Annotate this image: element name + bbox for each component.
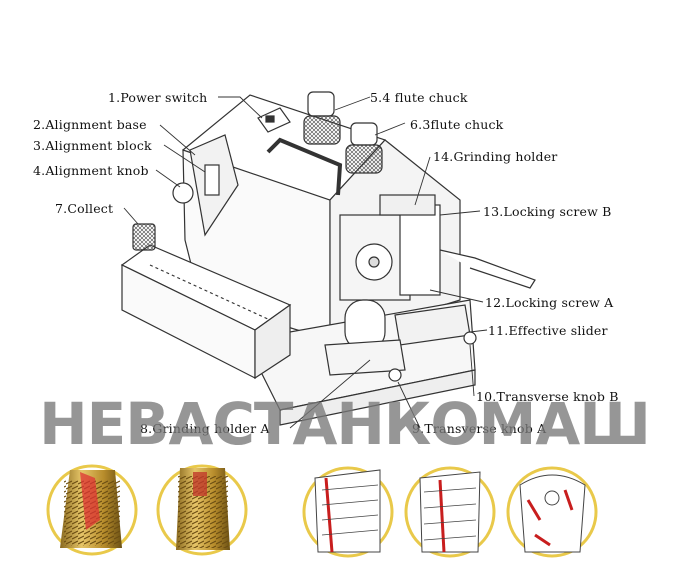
sample-tap-gold-left	[46, 464, 138, 556]
sample-tap-sketch-2	[404, 466, 496, 558]
label-transverse-knob-a: 9.Transverse knob A	[412, 421, 547, 436]
switch-rocker	[265, 115, 275, 123]
label-alignment-block: 3.Alignment block	[33, 138, 152, 153]
label-grinding-holder-a: 8.Grinding holder A	[140, 421, 270, 436]
label-locking-screw-b: 13.Locking screw B	[483, 204, 612, 219]
label-3-flute-chuck: 6.3flute chuck	[410, 117, 504, 132]
carry-handle	[266, 137, 343, 196]
alignment-knob	[172, 182, 194, 204]
base-edge	[279, 369, 476, 426]
label-collect: 7.Collect	[55, 201, 114, 216]
four-flute-chuck	[303, 91, 341, 145]
sample-tap-sketch-3	[506, 466, 598, 558]
label-grinding-holder: 14.Grinding holder	[433, 149, 558, 164]
transverse-knob-b	[463, 331, 477, 345]
label-alignment-base: 2.Alignment base	[33, 117, 147, 132]
label-4-flute-chuck: 5.4 flute chuck	[370, 90, 468, 105]
three-flute-chuck	[345, 122, 383, 174]
label-locking-screw-a: 12.Locking screw A	[485, 295, 614, 310]
watermark-text: НЕВАСТАНКОМАШ	[39, 390, 651, 458]
label-effective-slider: 11.Effective slider	[488, 323, 608, 338]
label-transverse-knob-b: 10.Transverse knob B	[476, 389, 619, 404]
locking-screw-b	[439, 249, 536, 289]
label-alignment-knob: 4.Alignment knob	[33, 163, 149, 178]
transverse-knob-a	[388, 368, 402, 382]
drawer-side	[254, 303, 291, 380]
machine-body	[120, 91, 536, 426]
sample-tap-gold-right	[156, 464, 248, 556]
sample-tap-sketch-1	[302, 466, 394, 558]
label-power-switch: 1.Power switch	[108, 90, 208, 105]
alignment-block	[204, 164, 220, 196]
collect	[132, 223, 156, 251]
grinding-holder	[399, 204, 441, 296]
drawer-groove	[149, 264, 271, 321]
leader-lines	[123, 96, 488, 429]
